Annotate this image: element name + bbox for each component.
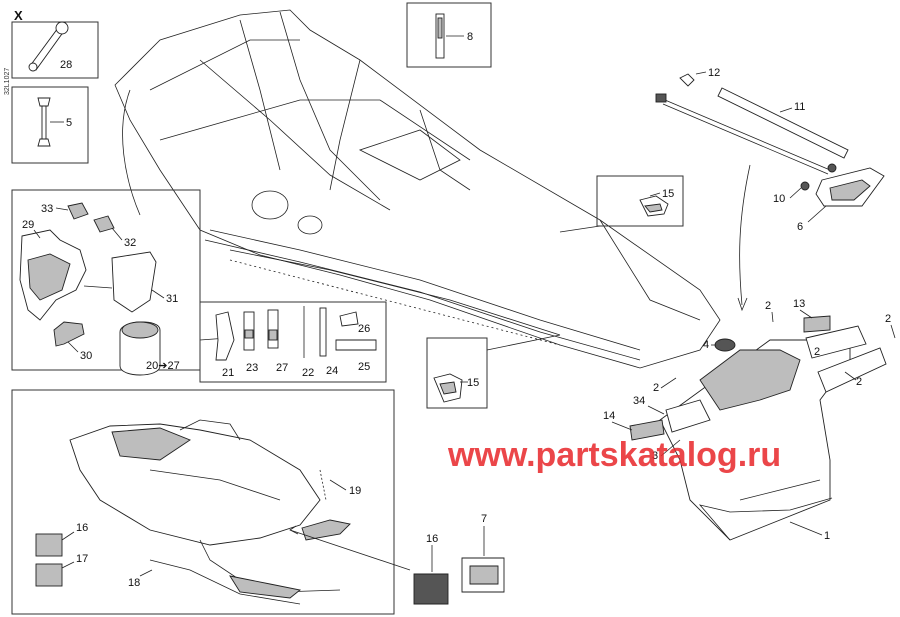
chassis-frame xyxy=(114,9,721,369)
drawing-code: 32L1027 xyxy=(4,68,11,95)
callout-4: 4 xyxy=(703,339,709,351)
callout-8: 8 xyxy=(467,31,473,43)
callout-2-e: 2 xyxy=(653,382,659,394)
callout-1: 1 xyxy=(824,530,830,542)
callout-18: 18 xyxy=(128,577,140,589)
callout-2-c: 2 xyxy=(814,346,820,358)
callout-27: 27 xyxy=(276,362,288,374)
watermark: www.partskatalog.ru xyxy=(447,436,781,474)
wrench-28-icon xyxy=(28,21,69,72)
set-mark: X xyxy=(14,8,23,23)
callout-20-27: 20➔27 xyxy=(146,360,180,372)
snowmobile-illustration xyxy=(69,419,351,605)
callout-13: 13 xyxy=(793,298,805,310)
callout-23: 23 xyxy=(246,362,258,374)
part-15a-icon xyxy=(639,195,669,217)
wrench-5-icon xyxy=(37,97,51,147)
tool-kit-parts xyxy=(215,306,377,361)
part-16-icon xyxy=(413,573,449,605)
callout-11: 11 xyxy=(794,101,805,113)
callout-32: 32 xyxy=(124,237,136,249)
callout-19: 19 xyxy=(349,485,361,497)
callout-17: 17 xyxy=(76,553,88,565)
leader-light-to-flap xyxy=(739,164,751,306)
callout-30: 30 xyxy=(80,350,92,362)
callout-10: 10 xyxy=(773,193,785,205)
part-8-box xyxy=(406,2,492,68)
decal-16-icon xyxy=(35,533,63,557)
wrench-28-box xyxy=(11,21,99,79)
callout-16-bottom: 16 xyxy=(426,533,438,545)
part-15b-box xyxy=(426,337,488,409)
kit-left-parts xyxy=(19,202,161,376)
rear-light-assembly xyxy=(655,73,885,207)
callout-7: 7 xyxy=(481,513,487,525)
callout-28: 28 xyxy=(60,59,72,71)
callout-25: 25 xyxy=(358,361,370,373)
callout-34: 34 xyxy=(633,395,645,407)
callout-24: 24 xyxy=(326,365,338,377)
callout-26: 26 xyxy=(358,323,370,335)
part-15a-box xyxy=(596,175,684,227)
callout-2-a: 2 xyxy=(765,300,771,312)
callout-2-b: 2 xyxy=(885,313,891,325)
callout-2-d: 2 xyxy=(856,376,862,388)
tool-kit-box xyxy=(199,301,387,383)
part-8-icon xyxy=(435,13,445,59)
callout-31: 31 xyxy=(166,293,178,305)
callout-33: 33 xyxy=(41,203,53,215)
part-15b-icon xyxy=(433,373,463,403)
callout-15-lower: 15 xyxy=(467,377,479,389)
mud-flap-assembly xyxy=(629,315,887,541)
callout-6: 6 xyxy=(797,221,803,233)
callout-3: 3 xyxy=(652,450,658,462)
callout-12: 12 xyxy=(708,67,720,79)
vehicle-box xyxy=(11,389,395,615)
callout-22: 22 xyxy=(302,367,314,379)
wrench-5-box xyxy=(11,86,89,164)
part-7-icon xyxy=(461,557,505,593)
callout-21: 21 xyxy=(222,367,234,379)
callout-15-upper: 15 xyxy=(662,188,674,200)
kit-box-left xyxy=(11,189,201,371)
decal-17-icon xyxy=(35,563,63,587)
callout-5: 5 xyxy=(66,117,72,129)
leader-frame-kit xyxy=(122,89,141,216)
callout-29: 29 xyxy=(22,219,34,231)
callout-14: 14 xyxy=(603,410,615,422)
callout-16-left: 16 xyxy=(76,522,88,534)
